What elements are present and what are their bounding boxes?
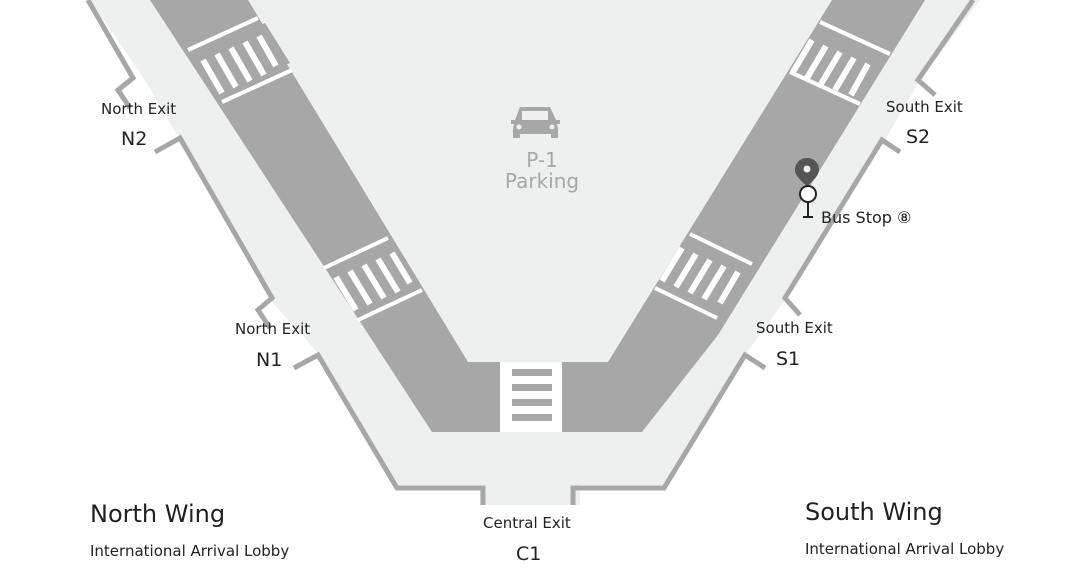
crosswalk-south-lower-edge: [689, 232, 753, 266]
north-wing-title: North Wing: [90, 500, 226, 528]
crosswalk-north-lower-edge-2: [357, 288, 423, 322]
crosswalk-south-upper-edge-2: [789, 70, 861, 106]
north-wing-wall: [85, 0, 137, 110]
crosswalk-south-upper-stripes: [790, 38, 871, 97]
crosswalk-south-lower-stripes: [659, 246, 741, 305]
parking-code: P-1: [526, 148, 558, 172]
crosswalk-south-upper-edge: [819, 20, 891, 56]
bus-stop-label: Bus Stop ⑧: [821, 208, 912, 227]
exit-s1-name: South Exit: [756, 319, 833, 337]
exit-s2-name: South Exit: [886, 98, 963, 116]
crosswalk-north-lower-stripes: [333, 251, 413, 312]
car-icon: [511, 107, 560, 138]
exit-c1-code: C1: [516, 543, 542, 565]
exit-n2-name: North Exit: [101, 100, 177, 118]
parking-name: Parking: [504, 169, 580, 193]
crosswalk-south-lower-edge-2: [654, 286, 718, 320]
exit-n1-code: N1: [256, 349, 283, 371]
south-wing-subtitle: International Arrival Lobby: [805, 540, 1005, 558]
bus-stop-sign-icon: [799, 185, 817, 218]
north-wing-wall-2: [153, 134, 276, 330]
crosswalk-north-upper-stripes: [200, 34, 279, 95]
exit-n1-name: North Exit: [235, 320, 311, 338]
exit-n2-code: N2: [121, 128, 148, 150]
north-wing-wall-3: [292, 351, 486, 505]
exit-s2-code: S2: [906, 126, 931, 148]
parking-label: P-1 Parking: [494, 150, 590, 192]
south-wing-wall: [914, 0, 976, 97]
south-wing-title: South Wing: [805, 498, 943, 526]
crosswalk-north-lower-edge: [323, 236, 389, 270]
crosswalk-north-upper-edge: [187, 16, 259, 52]
crosswalk-central: [500, 362, 562, 432]
north-wing-subtitle: International Arrival Lobby: [90, 542, 290, 560]
south-wing-wall-2: [781, 136, 902, 317]
crosswalk-north-upper-edge-2: [221, 68, 293, 104]
south-wing-wall-3: [570, 351, 767, 505]
exit-s1-code: S1: [776, 348, 801, 370]
exit-c1-name: Central Exit: [483, 514, 571, 532]
map-pin-icon: [795, 158, 819, 186]
